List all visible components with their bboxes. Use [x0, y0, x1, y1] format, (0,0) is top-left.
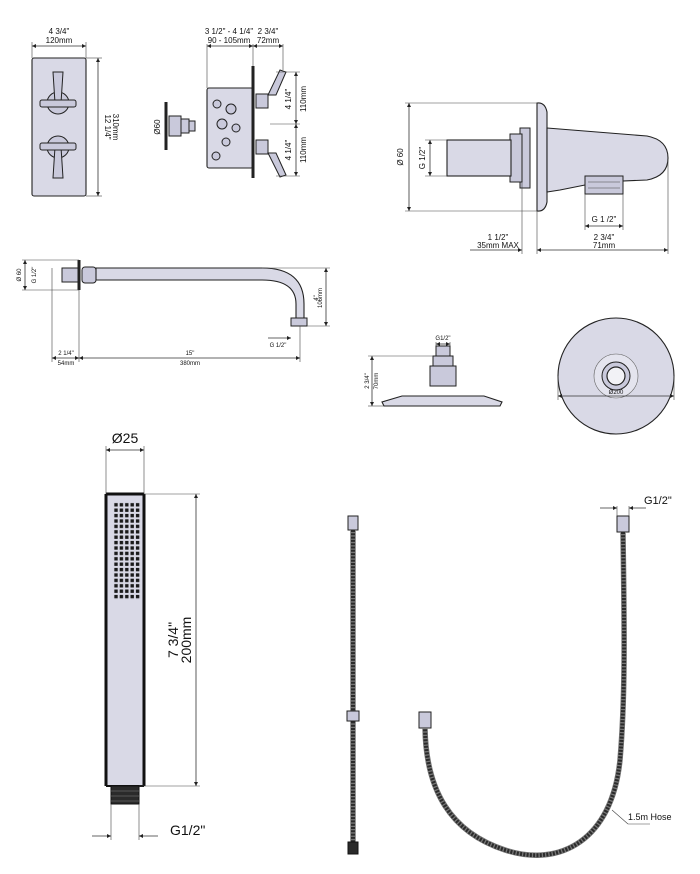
- side-handle-in: 2 3/4": [258, 27, 279, 36]
- side-spacing-bottom-in: 4 1/4": [284, 140, 293, 161]
- elbow-depth-mm: 35mm MAX: [477, 241, 519, 250]
- side-spacing-top-in: 4 1/4": [284, 89, 293, 110]
- arm-length-in: 15": [186, 351, 195, 357]
- valve-front-view: 4 3/4" 120mm 12 1/4" 310mm: [31, 27, 120, 197]
- arm-flange-mm: 54mm: [58, 361, 75, 367]
- arm-drop-in: 4": [314, 295, 320, 300]
- handset-length-in: 7 3/4": [165, 622, 181, 658]
- shower-head-top-view: Ø200: [557, 317, 675, 435]
- spray-holes: [113, 502, 141, 600]
- elbow-reach-in: 2 3/4": [594, 233, 615, 242]
- head-thread: G1/2": [435, 336, 450, 342]
- side-depth-mm: 90 - 105mm: [208, 36, 251, 45]
- coiled-hose-end-connector: [418, 711, 432, 729]
- elbow-reach-mm: 71mm: [593, 241, 616, 250]
- arm-thread: G 1/2": [32, 267, 38, 284]
- hose-top-connector: [347, 515, 359, 531]
- side-spacing-top-mm: 110mm: [299, 86, 308, 112]
- head-height-mm: 70mm: [374, 373, 380, 390]
- head-height-in: 2 3/4": [365, 373, 371, 388]
- hose-length: 1.5m Hose: [628, 812, 672, 822]
- elbow-depth-in: 1 1/2": [488, 233, 509, 242]
- wall-elbow-view: Ø 60 G 1/2" G 1 /2" 1 1/2" 35mm MAX 2 3/…: [396, 102, 669, 254]
- handset-view: Ø25 7 3/4" 200mm G1/2": [92, 430, 205, 840]
- straight-hose-view: [346, 515, 360, 855]
- side-handle-mm: 72mm: [257, 36, 280, 45]
- shower-head-side-view: G1/2" 2 3/4" 70mm: [365, 336, 503, 407]
- arm-length-mm: 380mm: [180, 361, 200, 367]
- arm-drop-mm: 106mm: [318, 288, 324, 308]
- handset-diameter: Ø25: [112, 430, 139, 446]
- valve-width-in: 4 3/4": [49, 27, 70, 36]
- handset-thread: G1/2": [170, 822, 205, 838]
- arm-diameter: Ø 60: [17, 268, 23, 282]
- hose-thread: G1/2": [644, 495, 672, 507]
- valve-height-in: 12 1/4": [103, 114, 112, 139]
- arm-outlet: G 1/2": [270, 343, 287, 349]
- valve-height-mm: 310mm: [111, 114, 120, 141]
- arm-flange-in: 2 1/4": [58, 351, 73, 357]
- elbow-diameter: Ø 60: [396, 148, 405, 166]
- side-depth-in: 3 1/2" - 4 1/4": [205, 27, 254, 36]
- coiled-hose-view: G1/2" 1.5m Hose: [418, 495, 672, 858]
- handset-thread-connector: [110, 785, 140, 805]
- hose-bottom-connector: [347, 841, 359, 855]
- coiled-hose-top-connector: [616, 515, 630, 533]
- valve-side-view: Ø60 3 1/2" - 4 1/4" 90 - 105mm 2 3/4" 72…: [153, 27, 308, 178]
- shower-arm-view: Ø 60 G 1/2" 2 1/4" 54mm 15" 380mm 4" 106…: [17, 259, 330, 367]
- elbow-thread: G 1/2": [418, 147, 427, 170]
- side-spacing-bottom-mm: 110mm: [299, 137, 308, 163]
- head-diameter: Ø200: [609, 390, 624, 396]
- handset-length-mm: 200mm: [178, 617, 194, 664]
- side-diameter: Ø60: [153, 119, 162, 135]
- elbow-outlet-thread: G 1 /2": [592, 215, 617, 224]
- valve-width-mm: 120mm: [46, 36, 73, 45]
